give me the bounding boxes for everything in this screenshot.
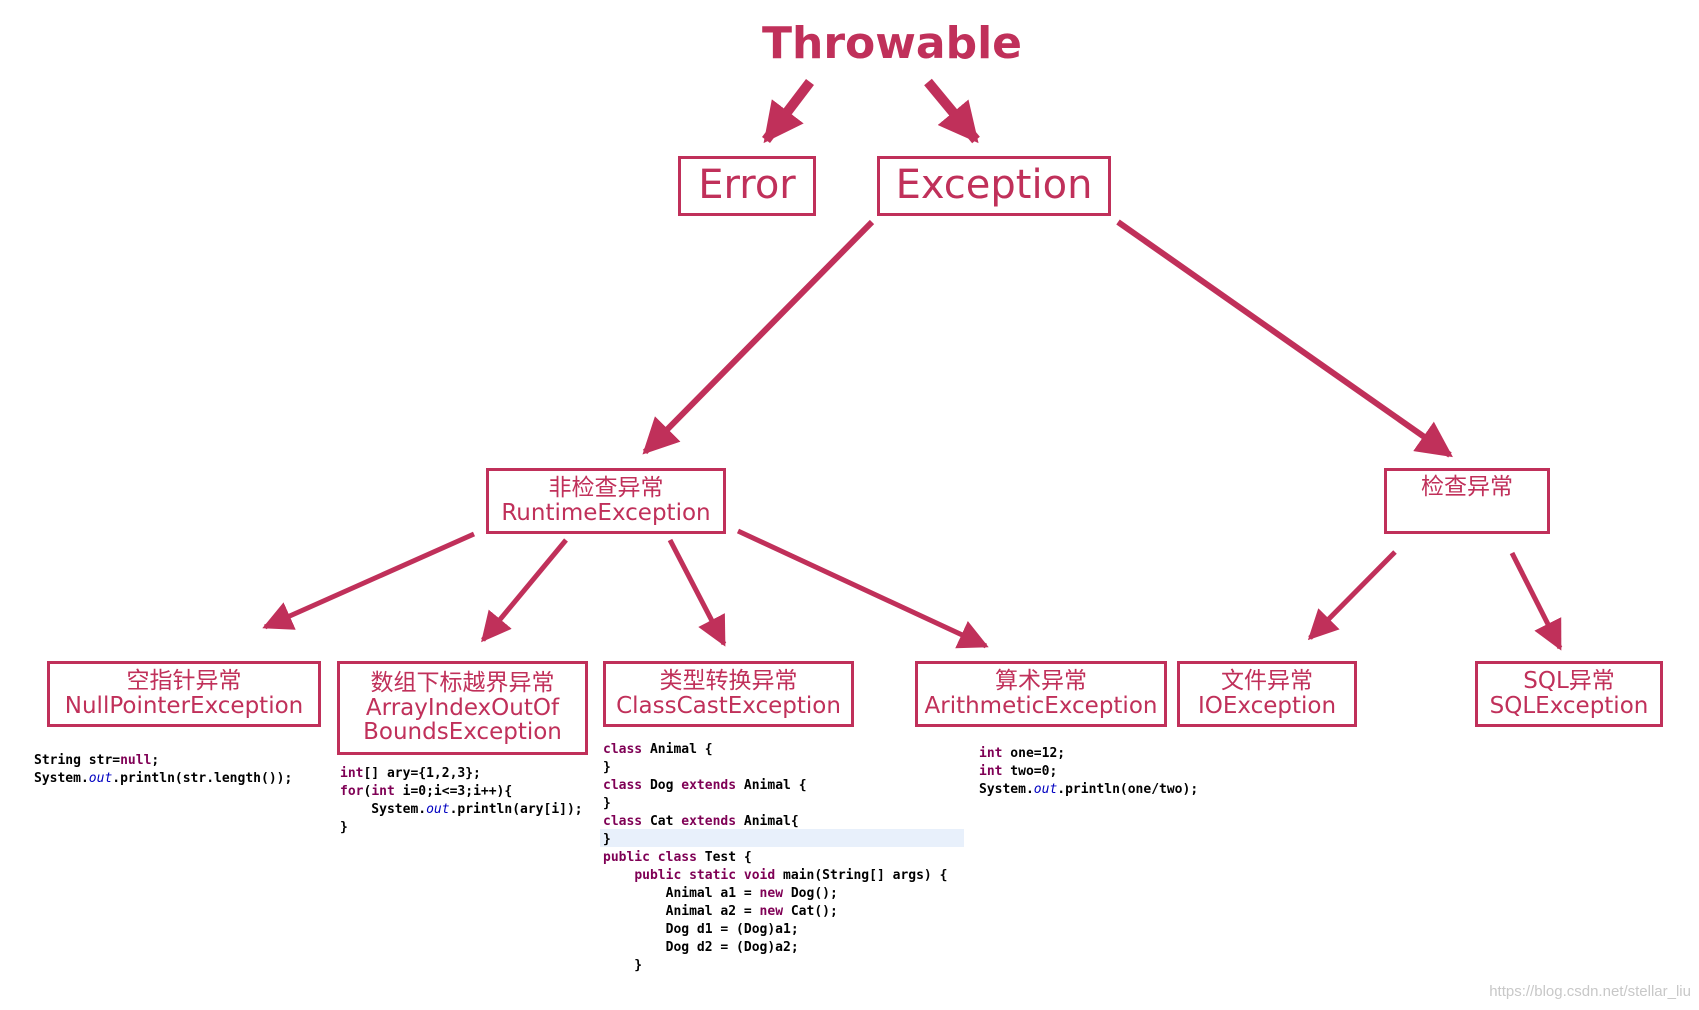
classcast-node: 类型转换异常 ClassCastException: [603, 661, 854, 727]
sqlexception-node: SQL异常 SQLException: [1475, 661, 1663, 727]
classcast-code-sample: class Animal { } class Dog extends Anima…: [603, 741, 947, 975]
code-line: int two=0;: [979, 764, 1058, 779]
arithmetic-node: 算术异常 ArithmeticException: [915, 661, 1167, 727]
code-line: int[] ary={1,2,3};: [340, 766, 481, 781]
arrow-checked-sql: [1509, 551, 1563, 651]
arrayindex-code-sample: int[] ary={1,2,3}; for(int i=0;i<=3;i++)…: [340, 765, 583, 837]
code-line: public static void main(String[] args) {: [634, 868, 948, 883]
code-line: Animal a1 = new Dog();: [603, 886, 838, 901]
arithmetic-en-label: ArithmeticException: [924, 693, 1158, 719]
nullpointer-en-label: NullPointerException: [64, 693, 304, 719]
arithmetic-cn-label: 算术异常: [995, 668, 1087, 695]
watermark: https://blog.csdn.net/stellar_liu: [1489, 983, 1691, 1000]
code-line: System.out.println(one/two);: [979, 782, 1199, 797]
code-line: int one=12;: [979, 746, 1066, 761]
code-line: Dog d2 = (Dog)a2;: [603, 940, 799, 955]
arrow-throwable-exception: [924, 78, 980, 144]
checked-exception-node: 检查异常: [1384, 468, 1550, 534]
sqlexception-en-label: SQLException: [1489, 693, 1649, 719]
code-line: for(int i=0;i<=3;i++){: [340, 784, 513, 799]
code-line: class Animal {: [603, 742, 713, 757]
arrow-exception-runtime: [642, 219, 875, 455]
classcast-cn-label: 类型转换异常: [659, 668, 798, 695]
code-line: }: [603, 832, 611, 847]
arrow-throwable-error: [762, 78, 814, 144]
code-line: Dog d1 = (Dog)a1;: [603, 922, 799, 937]
classcast-en-label: ClassCastException: [616, 693, 841, 719]
nullpointer-node: 空指针异常 NullPointerException: [47, 661, 321, 727]
ioexception-en-label: IOException: [1197, 693, 1337, 719]
nullpointer-code-sample: String str=null; System.out.println(str.…: [34, 752, 292, 788]
exception-label: Exception: [895, 162, 1093, 209]
error-node: Error: [678, 156, 816, 216]
arrow-exception-checked: [1116, 219, 1453, 458]
throwable-title: Throwable: [762, 18, 1023, 69]
arrow-runtime-arrayindex: [481, 538, 568, 643]
arithmetic-code-sample: int one=12; int two=0; System.out.printl…: [979, 745, 1198, 799]
checked-exception-cn-label: 检查异常: [1421, 474, 1513, 500]
code-line-highlight: [600, 829, 964, 847]
runtime-exception-en-label: RuntimeException: [501, 500, 711, 526]
ioexception-cn-label: 文件异常: [1221, 668, 1313, 695]
code-line: Animal a2 = new Cat();: [603, 904, 838, 919]
arrayindex-en-label-2: BoundsException: [363, 719, 562, 746]
code-line: }: [603, 760, 611, 775]
code-line: String str=null;: [34, 753, 160, 768]
arrayindex-cn-label: 数组下标越界异常: [370, 669, 555, 696]
arrow-runtime-arithmetic: [736, 528, 989, 649]
runtime-exception-node: 非检查异常 RuntimeException: [486, 468, 726, 534]
arrow-runtime-classcast: [667, 538, 727, 647]
code-line: class Dog extends Animal {: [603, 778, 807, 793]
error-label: Error: [698, 162, 796, 209]
nullpointer-cn-label: 空指针异常: [126, 668, 242, 695]
code-line: System.out.println(str.length());: [34, 771, 293, 786]
arrayindex-en-label-1: ArrayIndexOutOf: [365, 694, 560, 721]
code-line: }: [603, 796, 611, 811]
runtime-exception-cn-label: 非检查异常: [548, 475, 664, 502]
code-line: System.out.println(ary[i]);: [340, 802, 583, 817]
ioexception-node: 文件异常 IOException: [1177, 661, 1357, 727]
sqlexception-cn-label: SQL异常: [1523, 668, 1615, 695]
code-line: }: [603, 958, 643, 973]
arrow-checked-io: [1307, 550, 1397, 641]
arrayindex-node: 数组下标越界异常 ArrayIndexOutOf BoundsException: [337, 661, 588, 755]
code-line: public class Test {: [603, 850, 752, 865]
code-line: class Cat extends Animal{: [603, 814, 799, 829]
exception-node: Exception: [877, 156, 1111, 216]
code-line: }: [340, 820, 348, 835]
arrow-runtime-nullpointer: [262, 531, 476, 630]
